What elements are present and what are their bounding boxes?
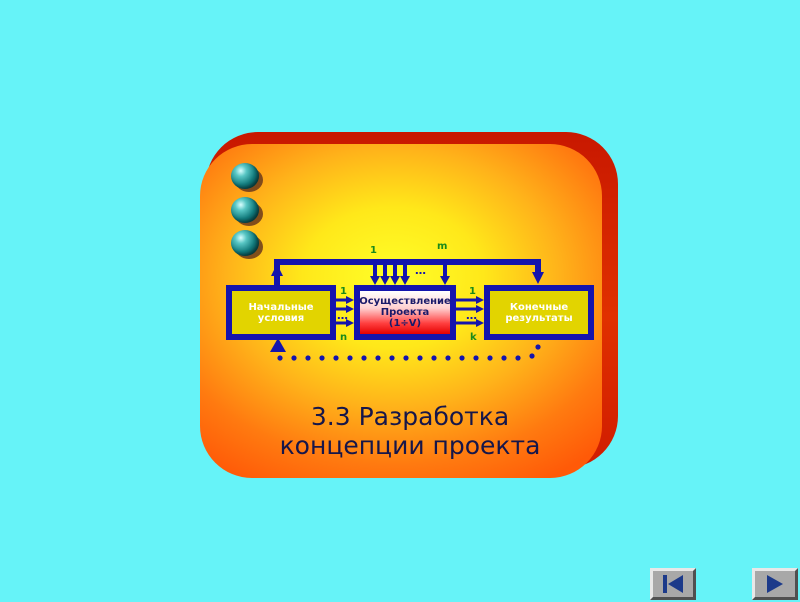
label-right-one: 1 <box>469 286 476 297</box>
inputs-arrows <box>336 296 354 327</box>
first-slide-button[interactable] <box>650 568 696 600</box>
bullet-sphere-icon <box>231 230 263 259</box>
dotted-return-loop <box>270 338 541 361</box>
label-top-m: m <box>437 241 448 252</box>
label-top-one: 1 <box>370 245 377 256</box>
label-right-k: k <box>470 332 477 343</box>
slide-title-line2: концепции проекта <box>279 431 541 460</box>
first-slide-icon <box>663 575 683 593</box>
final-results-box: Конечные результаты <box>484 285 594 340</box>
slide-title: 3.3 Разработка концепции проекта <box>240 402 580 460</box>
bullet-sphere-icon <box>231 163 263 192</box>
label-top-dots: … <box>415 264 426 277</box>
initial-conditions-box: Начальные условия <box>226 285 336 340</box>
label-left-dots: … <box>337 309 348 322</box>
project-implementation-line3: (1÷V) <box>388 318 422 329</box>
project-implementation-box: Осуществление Проекта (1÷V) <box>354 285 456 340</box>
top-feedback-line <box>271 259 544 285</box>
outputs-arrows <box>456 296 484 327</box>
next-slide-button[interactable] <box>752 568 798 600</box>
label-right-dots: … <box>466 309 477 322</box>
next-slide-icon <box>767 575 783 593</box>
slide-title-line1: 3.3 Разработка <box>310 402 510 431</box>
label-left-n: n <box>340 332 348 343</box>
initial-conditions-line1: Начальные <box>248 301 314 313</box>
project-implementation-line2: Проекта <box>380 307 430 318</box>
final-results-line2: результаты <box>505 312 573 324</box>
final-results-line1: Конечные <box>509 301 569 313</box>
label-left-one: 1 <box>340 286 347 297</box>
project-implementation-line1: Осуществление <box>359 296 451 307</box>
bullet-sphere-icon <box>231 197 263 226</box>
initial-conditions-line2: условия <box>257 312 305 324</box>
